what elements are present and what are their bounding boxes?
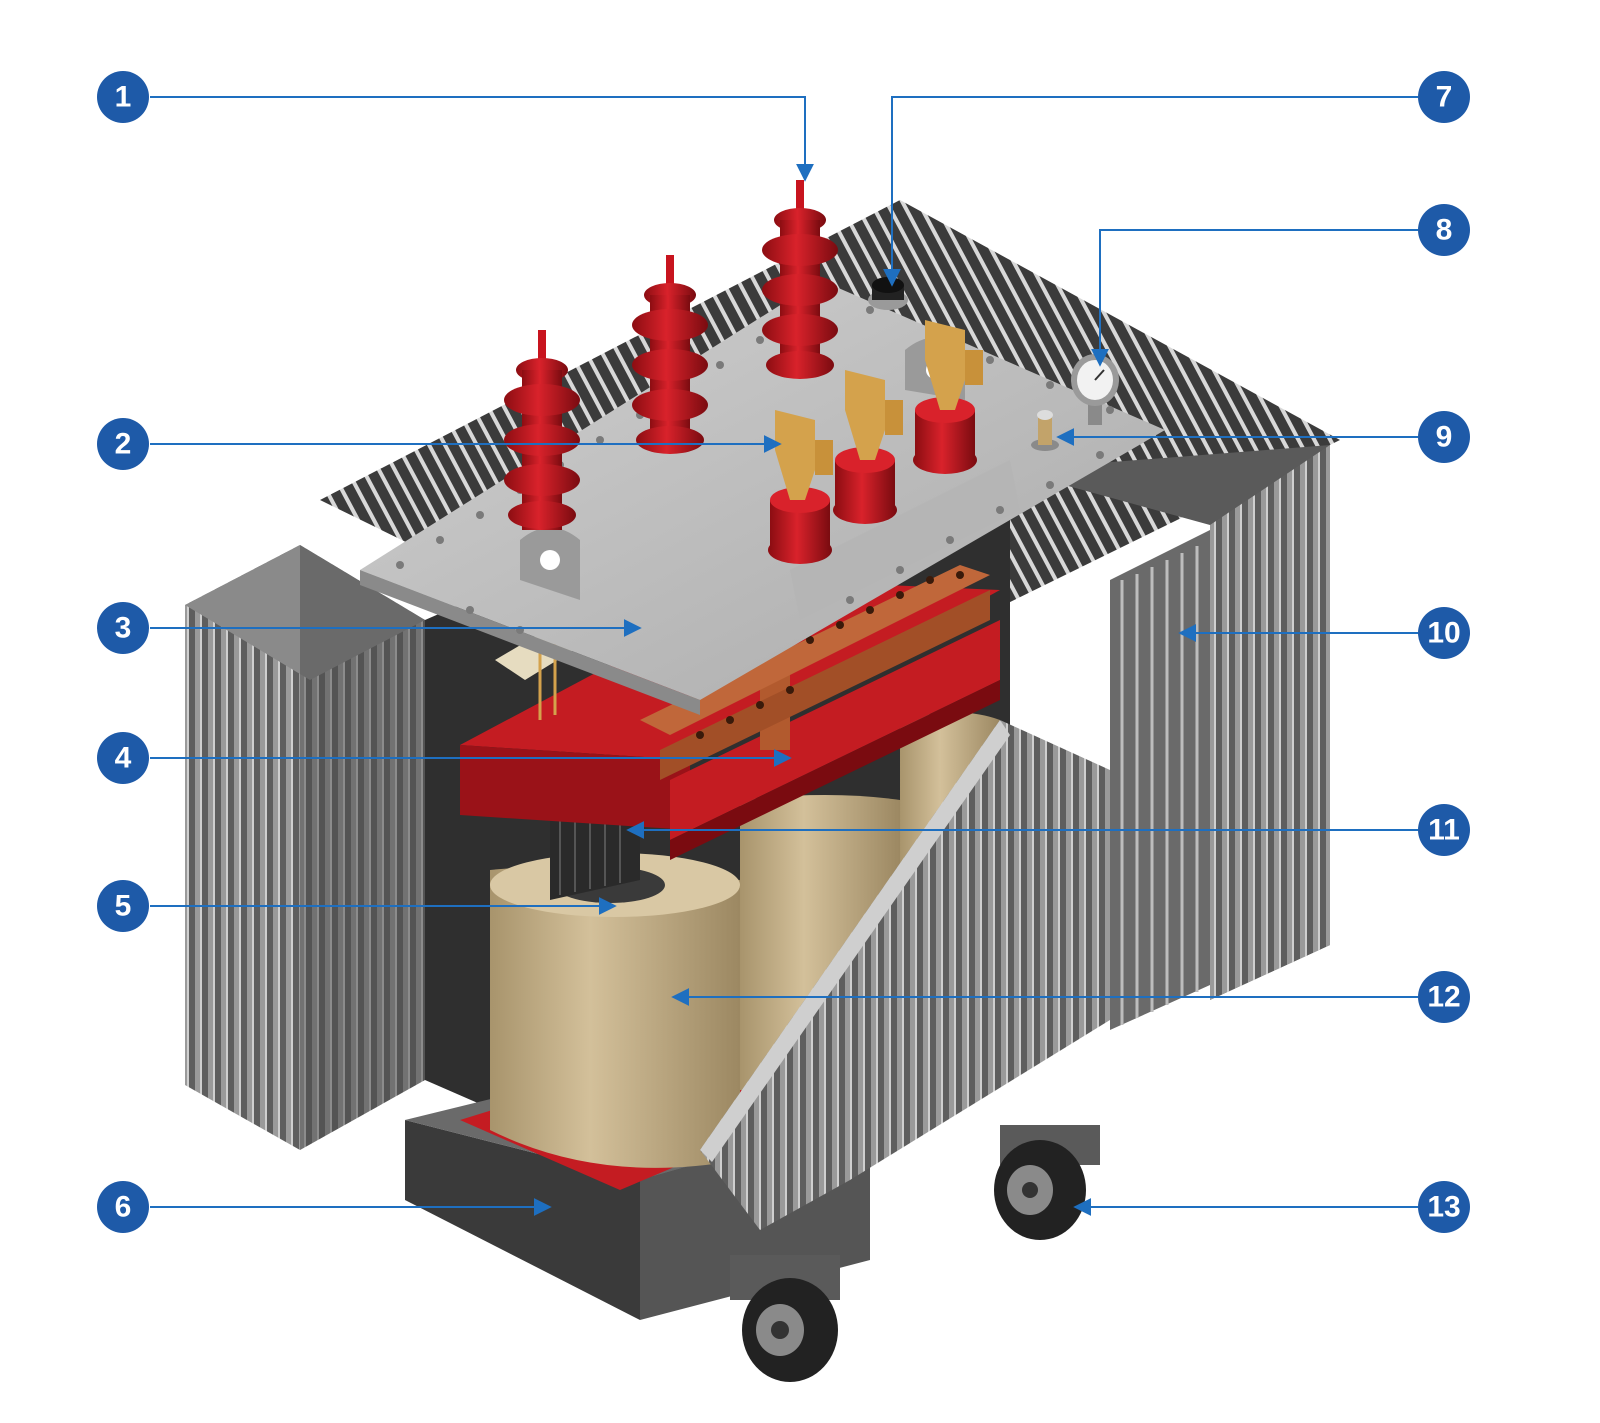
leader-line-8: [1091, 229, 1418, 367]
callout-badge-icon: [97, 732, 149, 784]
callout-badge-icon: [1418, 607, 1470, 659]
right-radiator-bank: [1010, 445, 1330, 1030]
callout-badge-icon: [1418, 1181, 1470, 1233]
lv-bushing-3: [913, 320, 983, 474]
callout-label: 4: [115, 742, 132, 775]
callout-badge-icon: [1418, 804, 1470, 856]
callout-label: 13: [1427, 1191, 1460, 1224]
filling-plug: [868, 277, 908, 310]
callout-label: 5: [115, 890, 132, 923]
callout-7: 7: [1418, 71, 1470, 123]
callout-12: 12: [1418, 971, 1470, 1023]
coil-winding-front: [490, 853, 740, 1168]
callout-badge-icon: [1418, 71, 1470, 123]
callout-label: 1: [115, 81, 132, 114]
callout-9: 9: [1418, 411, 1470, 463]
callout-3: 3: [97, 602, 149, 654]
callout-13: 13: [1418, 1181, 1470, 1233]
callout-label: 2: [115, 428, 132, 461]
callout-badge-icon: [1418, 971, 1470, 1023]
callout-badge-icon: [1418, 411, 1470, 463]
left-radiator-bank: [185, 545, 425, 1150]
callout-11: 11: [1418, 804, 1470, 856]
callout-10: 10: [1418, 607, 1470, 659]
callout-badge-icon: [1418, 204, 1470, 256]
callout-badge-icon: [97, 71, 149, 123]
callout-8: 8: [1418, 204, 1470, 256]
callout-5: 5: [97, 880, 149, 932]
lifting-lug-left: [520, 527, 580, 600]
leader-line-1: [150, 96, 814, 182]
callout-label: 6: [115, 1191, 132, 1224]
callout-badge-icon: [97, 880, 149, 932]
callout-label: 12: [1427, 981, 1460, 1014]
leader-line-7: [883, 96, 1418, 287]
callout-label: 3: [115, 612, 132, 645]
callout-badge-icon: [97, 602, 149, 654]
callout-label: 9: [1436, 421, 1453, 454]
callout-badge-icon: [97, 1181, 149, 1233]
callout-1: 1: [97, 71, 149, 123]
hv-bushing-middle: [632, 255, 708, 454]
sampling-valve: [1031, 410, 1059, 451]
callout-label: 10: [1427, 617, 1460, 650]
callout-label: 7: [1436, 81, 1453, 114]
hv-bushing-right: [762, 180, 838, 379]
callout-4: 4: [97, 732, 149, 784]
wheel-front: [730, 1255, 840, 1382]
pressure-gauge: [1071, 354, 1119, 425]
callout-6: 6: [97, 1181, 149, 1233]
callout-2: 2: [97, 418, 149, 470]
wheel-rear: [994, 1125, 1100, 1240]
lv-bushing-2: [833, 370, 903, 524]
callout-label: 11: [1428, 814, 1460, 847]
leader-lines: [150, 96, 1418, 1216]
hv-bushing-left: [504, 330, 580, 530]
lv-bushing-1: [768, 410, 833, 564]
callout-badge-icon: [97, 418, 149, 470]
callout-label: 8: [1436, 214, 1453, 247]
